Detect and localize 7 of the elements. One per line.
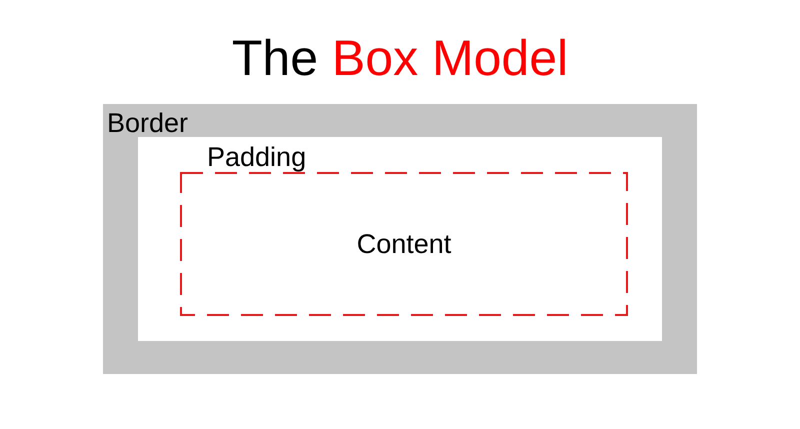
box-label: Border [107,107,188,139]
border-band [103,104,697,374]
content-box [180,172,628,316]
box-label: Content [356,228,452,260]
padding-area [138,137,662,341]
diagram-title: The Box Model [230,29,570,88]
box-label: Padding [207,141,306,173]
